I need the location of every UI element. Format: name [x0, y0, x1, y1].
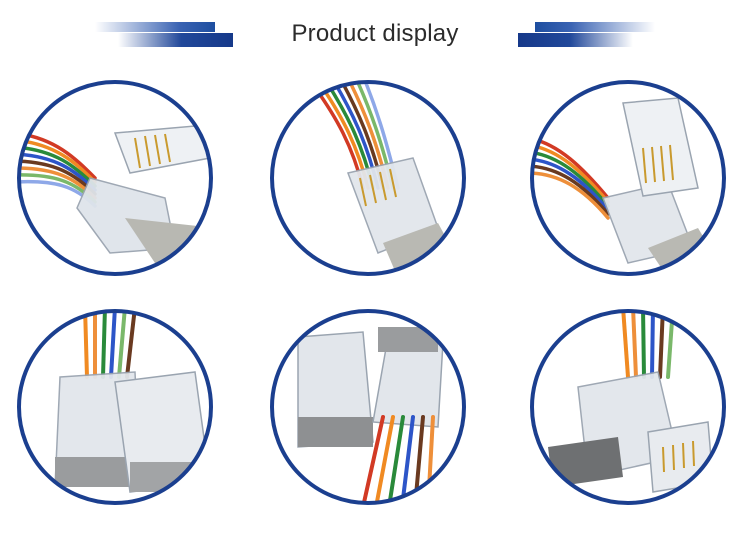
decor-bar-left-top — [95, 22, 215, 32]
header: Product display — [0, 0, 750, 70]
decor-bar-right-bottom — [518, 33, 633, 47]
decor-bar-right-top — [535, 22, 655, 32]
connector-photo-3 — [528, 78, 728, 278]
connector-photo-6 — [528, 307, 728, 507]
connector-photo-2 — [268, 78, 468, 278]
connector-photo-5 — [268, 307, 468, 507]
page-title: Product display — [291, 20, 459, 47]
decor-bar-left-bottom — [118, 33, 233, 47]
connector-photo-1 — [15, 78, 215, 278]
connector-photo-4 — [15, 307, 215, 507]
